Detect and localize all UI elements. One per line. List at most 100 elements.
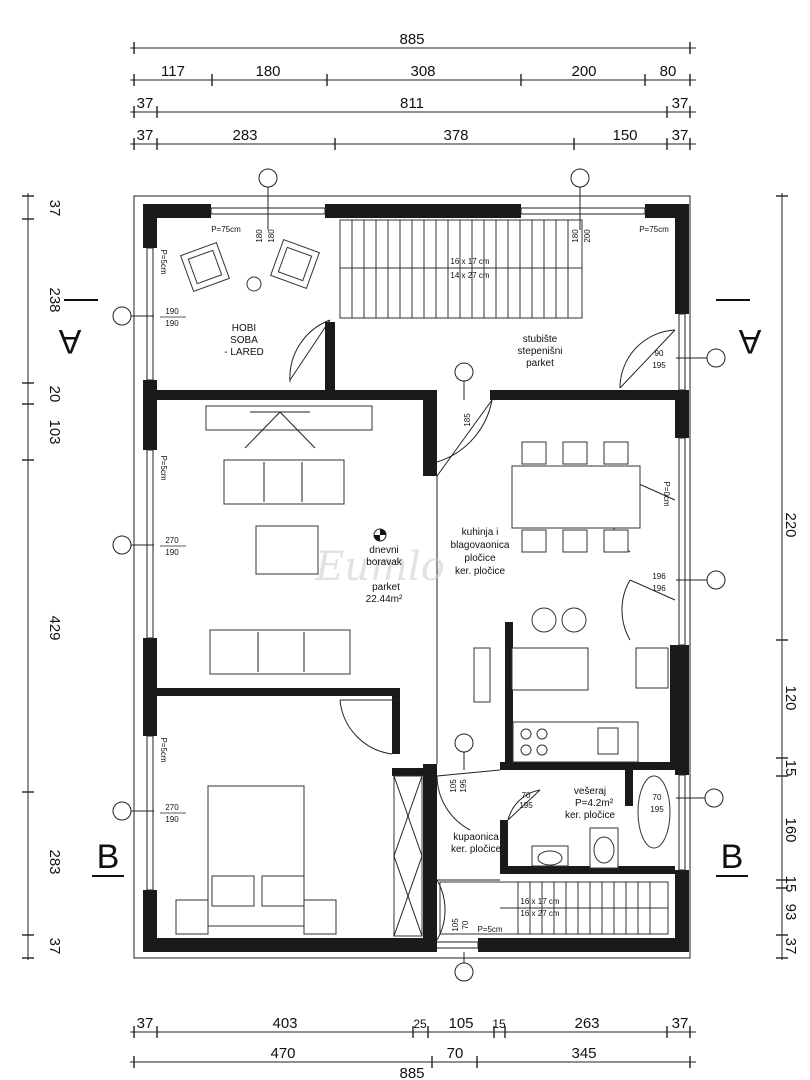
dim-left-429: 429 [46, 615, 63, 640]
outer-walls [133, 195, 691, 959]
stubiste-line-1: stubište [523, 334, 558, 345]
dim-right-15a: 15 [782, 760, 799, 777]
door-vs-195: 195 [519, 801, 533, 810]
w-stair-200: 200 [583, 229, 592, 243]
room-stubiste-label: stubište stepenišni parket [517, 334, 562, 369]
dim-left-37b: 37 [46, 938, 63, 955]
dim-top4-283: 283 [232, 127, 257, 144]
hobi-line-1: HOBI [232, 323, 256, 334]
kuhinja-line-4: ker. pločice [455, 566, 505, 577]
dim-left-238: 238 [46, 287, 63, 312]
w-hobi-180a: 180 [255, 229, 264, 243]
dim-top3-37a: 37 [137, 95, 154, 112]
w-right1-a: 90 [655, 349, 664, 358]
dim-right-37: 37 [782, 938, 799, 955]
dim-top-117: 117 [161, 63, 185, 80]
w-right3-b: 195 [650, 805, 664, 814]
w-right3-a: 70 [653, 793, 662, 802]
section-b-right: B [721, 838, 744, 876]
dim-top3-811: 811 [400, 95, 424, 112]
inner-walls [143, 322, 689, 952]
kuhinja-line-3: pločice [464, 553, 496, 564]
dim-right-93: 93 [782, 904, 799, 921]
dim-top4-378: 378 [443, 127, 468, 144]
kuhinja-line-1: kuhinja i [462, 527, 499, 538]
dim-right-220: 220 [782, 512, 799, 537]
w-left2-a: 270 [165, 536, 179, 545]
dim-bot-15: 15 [492, 1017, 506, 1031]
dim-bot2-470: 470 [270, 1045, 295, 1062]
dim-top-200: 200 [571, 63, 596, 80]
p5-1: P=5cm [159, 249, 168, 274]
stairs-bottom-spec-2: 16 x 27 cm [520, 909, 559, 918]
w-left3-b: 190 [165, 815, 179, 824]
stairs-top [339, 219, 583, 319]
axis-markers [112, 168, 726, 982]
veseraj-line-1: vešeraj [574, 786, 606, 797]
dim-top-180: 180 [255, 63, 280, 80]
dim-bot-25: 25 [413, 1017, 427, 1031]
p5-bottom: P=5cm [477, 925, 502, 934]
door-bottom-70: 70 [461, 920, 470, 929]
p5-2: P=5cm [159, 455, 168, 480]
dnevni-line-2: boravak [366, 557, 403, 568]
watermark-text: Eumlo [314, 544, 445, 590]
stairs-bottom-spec-1: 16 x 17 cm [520, 897, 559, 906]
w-right1-b: 195 [652, 361, 666, 370]
dim-bot-105: 105 [448, 1015, 473, 1032]
dim-bot2-70: 70 [447, 1045, 464, 1062]
section-a-right: A [738, 322, 761, 360]
hobi-line-2: SOBA [230, 335, 258, 346]
dnevni-line-1: dnevni [369, 545, 398, 556]
dim-top3-37b: 37 [672, 95, 689, 112]
dim-left-283: 283 [46, 849, 63, 874]
dim-top-80: 80 [660, 63, 677, 80]
door-185: 185 [463, 413, 472, 427]
dim-top4-37a: 37 [137, 127, 154, 144]
dnevni-line-4: 22.44m² [366, 594, 403, 605]
section-b-left: B [97, 838, 120, 876]
dim-bot-403: 403 [272, 1015, 297, 1032]
stubiste-line-3: parket [526, 358, 554, 369]
kupaonica-line-1: kupaonica [453, 832, 499, 843]
dim-bot-37a: 37 [137, 1015, 154, 1032]
veseraj-line-2: P=4.2m² [575, 798, 614, 809]
room-kupaonica-label: kupaonica ker. pločice [451, 832, 501, 855]
dim-right-120: 120 [782, 685, 799, 710]
w-right2-a: 196 [652, 572, 666, 581]
p0-right: P=0cm [662, 481, 671, 506]
stubiste-line-2: stepenišni [517, 346, 562, 357]
dim-right-15b: 15 [782, 876, 799, 893]
dnevni-line-3: parket [372, 582, 400, 593]
w-left2-b: 190 [165, 548, 179, 557]
w-hobi-180b: 180 [267, 229, 276, 243]
furniture [175, 239, 671, 937]
room-kuhinja-label: kuhinja i blagovaonica pločice ker. ploč… [451, 527, 510, 577]
dim-left-20: 20 [46, 386, 63, 403]
dim-top4-37b: 37 [672, 127, 689, 144]
room-dnevni-label: dnevni boravak parket 22.44m² [366, 545, 403, 605]
kuhinja-line-2: blagovaonica [451, 540, 510, 551]
dim-bot2-345: 345 [571, 1045, 596, 1062]
door-kup-195: 195 [459, 779, 468, 793]
stairs-top-spec-1: 16 x 17 cm [450, 257, 489, 266]
section-markers: A A B B [58, 299, 761, 877]
p5-3: P=5cm [159, 737, 168, 762]
p75-right: P=75cm [639, 225, 669, 234]
door-kup-105: 105 [449, 779, 458, 793]
veseraj-line-3: ker. pločice [565, 810, 615, 821]
dim-left-37a: 37 [46, 200, 63, 217]
p75-left: P=75cm [211, 225, 241, 234]
hobi-line-3: - LARED [224, 347, 263, 358]
dim-bot-263: 263 [574, 1015, 599, 1032]
w-left1-b: 190 [165, 319, 179, 328]
door-bottom-105: 105 [451, 918, 460, 932]
w-left3-a: 270 [165, 803, 179, 812]
room-hobi-label: HOBI SOBA - LARED [224, 323, 263, 358]
opening-labels: 180 180 180 200 P=75cm P=75cm P=5cm P=5c… [159, 225, 671, 934]
door-swings [289, 319, 676, 941]
door-vs-70: 70 [522, 791, 531, 800]
w-stair-180: 180 [571, 229, 580, 243]
w-right2-b: 196 [652, 584, 666, 593]
